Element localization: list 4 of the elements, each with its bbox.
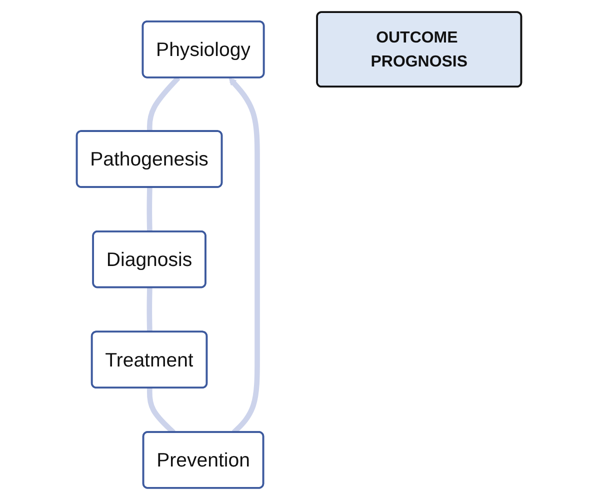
cycle-diagram: Physiology Pathogenesis Diagnosis Treatment Prevention OUTCOME PROGNOSIS <box>4 4 594 494</box>
connector <box>146 287 152 332</box>
connector <box>146 186 152 232</box>
connector <box>146 75 180 132</box>
